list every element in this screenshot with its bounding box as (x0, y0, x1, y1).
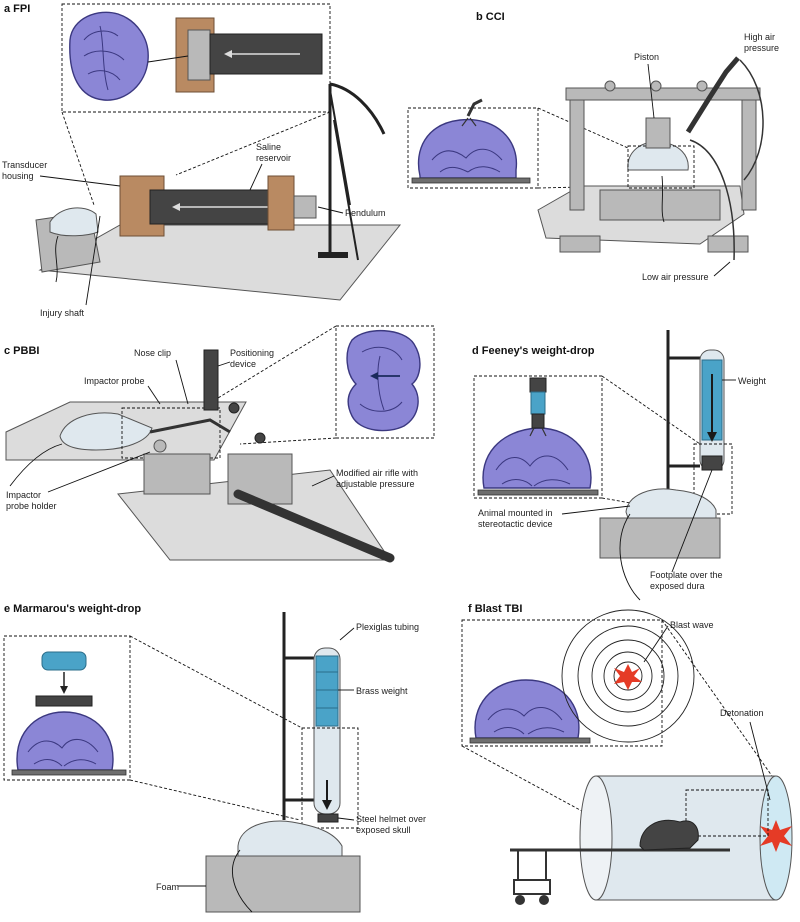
panel-e-inset (3, 635, 131, 781)
label-nose-clip: Nose clip (134, 348, 171, 358)
label-detonation: Detonation (720, 708, 764, 718)
panel-f-tube-open-end (579, 775, 613, 901)
panel-e-title: e Marmarou's weight-drop (4, 603, 141, 615)
panel-b-base-block (599, 189, 721, 221)
label-pendulum: Pendulum (345, 208, 386, 218)
label-transducer-housing-2: housing (2, 171, 34, 181)
label-impactor-probe: Impactor probe (84, 376, 145, 386)
label-high-air-2: pressure (744, 43, 779, 53)
label-animal-mounted-1: Animal mounted in (478, 508, 553, 518)
panel-c-block-left (143, 453, 211, 495)
panel-c-rat (59, 412, 153, 451)
panel-d-feeney: d Feeney's weight-drop Weight Animal m (472, 330, 766, 601)
panel-c-air-rifle (233, 489, 395, 563)
label-air-rifle-2: adjustable pressure (336, 479, 415, 489)
panel-b-inset-brain (411, 98, 531, 184)
panel-c-positioning-device (203, 349, 219, 411)
label-blast-wave: Blast wave (670, 620, 714, 630)
label-positioning-2: device (230, 359, 256, 369)
panel-f-title: f Blast TBI (468, 603, 522, 615)
panel-b-frame-top (565, 87, 761, 101)
panel-e-rat (237, 820, 343, 857)
label-weight: Weight (738, 376, 766, 386)
panel-a-fpi: a FPI Transducer (2, 3, 402, 318)
panel-a-reservoir-end (267, 175, 295, 231)
panel-c-title: c PBBI (4, 345, 39, 357)
label-saline-1: Saline (256, 142, 281, 152)
panel-f-inset (461, 619, 663, 747)
panel-f-cart (513, 879, 551, 895)
panel-a-rat (49, 207, 99, 237)
label-steel-helmet-2: exposed skull (356, 825, 411, 835)
label-footplate-2: exposed dura (650, 581, 705, 591)
label-impactor-holder-1: Impactor (6, 490, 41, 500)
panel-e-inset-weight (41, 651, 87, 671)
panel-a-inset (61, 3, 331, 113)
panel-f-blast: f Blast TBI Blast wave (461, 603, 793, 905)
panel-f-blast-wave (561, 609, 695, 743)
panel-a-striker (293, 195, 317, 219)
label-transducer-housing-1: Transducer (2, 160, 47, 170)
panel-f-detonation-burst (760, 820, 792, 852)
panel-d-rat (625, 488, 717, 519)
panel-d-title: d Feeney's weight-drop (472, 345, 595, 357)
panel-b-title: b CCI (476, 11, 505, 23)
label-steel-helmet-1: Steel helmet over (356, 814, 426, 824)
panel-a-pendulum-arm (329, 89, 351, 206)
panel-a-inset-brain (69, 11, 149, 101)
label-injury-shaft: Injury shaft (40, 308, 85, 318)
label-high-air-1: High air (744, 32, 775, 42)
label-low-air-pressure: Low air pressure (642, 272, 709, 282)
panel-a-title: a FPI (4, 3, 30, 15)
panel-e-foam (205, 855, 361, 913)
label-footplate-1: Footplate over the (650, 570, 723, 580)
panel-e-marmarou: e Marmarou's weight-drop Plexigl (3, 603, 426, 913)
label-saline-2: reservoir (256, 153, 291, 163)
label-animal-mounted-2: stereotactic device (478, 519, 553, 529)
panel-d-table (599, 517, 721, 559)
panel-b-air-line (685, 56, 740, 134)
panel-c-inset-brain (346, 329, 421, 432)
panel-e-helmet (317, 813, 339, 823)
panel-c-impactor-probe (149, 418, 231, 434)
label-foam: Foam (156, 882, 179, 892)
panel-b-piston (645, 117, 671, 149)
label-impactor-holder-2: probe holder (6, 501, 57, 511)
panel-d-inset-brain (477, 377, 599, 496)
panel-e-inset-brain (11, 651, 127, 776)
label-air-rifle-1: Modified air rifle with (336, 468, 418, 478)
label-plexiglas: Plexiglas tubing (356, 622, 419, 632)
label-positioning-1: Positioning (230, 348, 274, 358)
panel-f-rat (639, 819, 699, 851)
panel-b-cci: b CCI Piston High air (407, 11, 779, 282)
panel-f-inset-brain (469, 679, 591, 744)
label-brass-weight: Brass weight (356, 686, 408, 696)
label-piston: Piston (634, 52, 659, 62)
panel-e-brass-weight (315, 655, 339, 727)
panel-c-pbbi: c PBBI Nose clip Positioning device Impa… (4, 325, 435, 563)
panel-a-pendulum-arc (329, 82, 386, 135)
panel-e-inset-helmet (35, 695, 93, 707)
